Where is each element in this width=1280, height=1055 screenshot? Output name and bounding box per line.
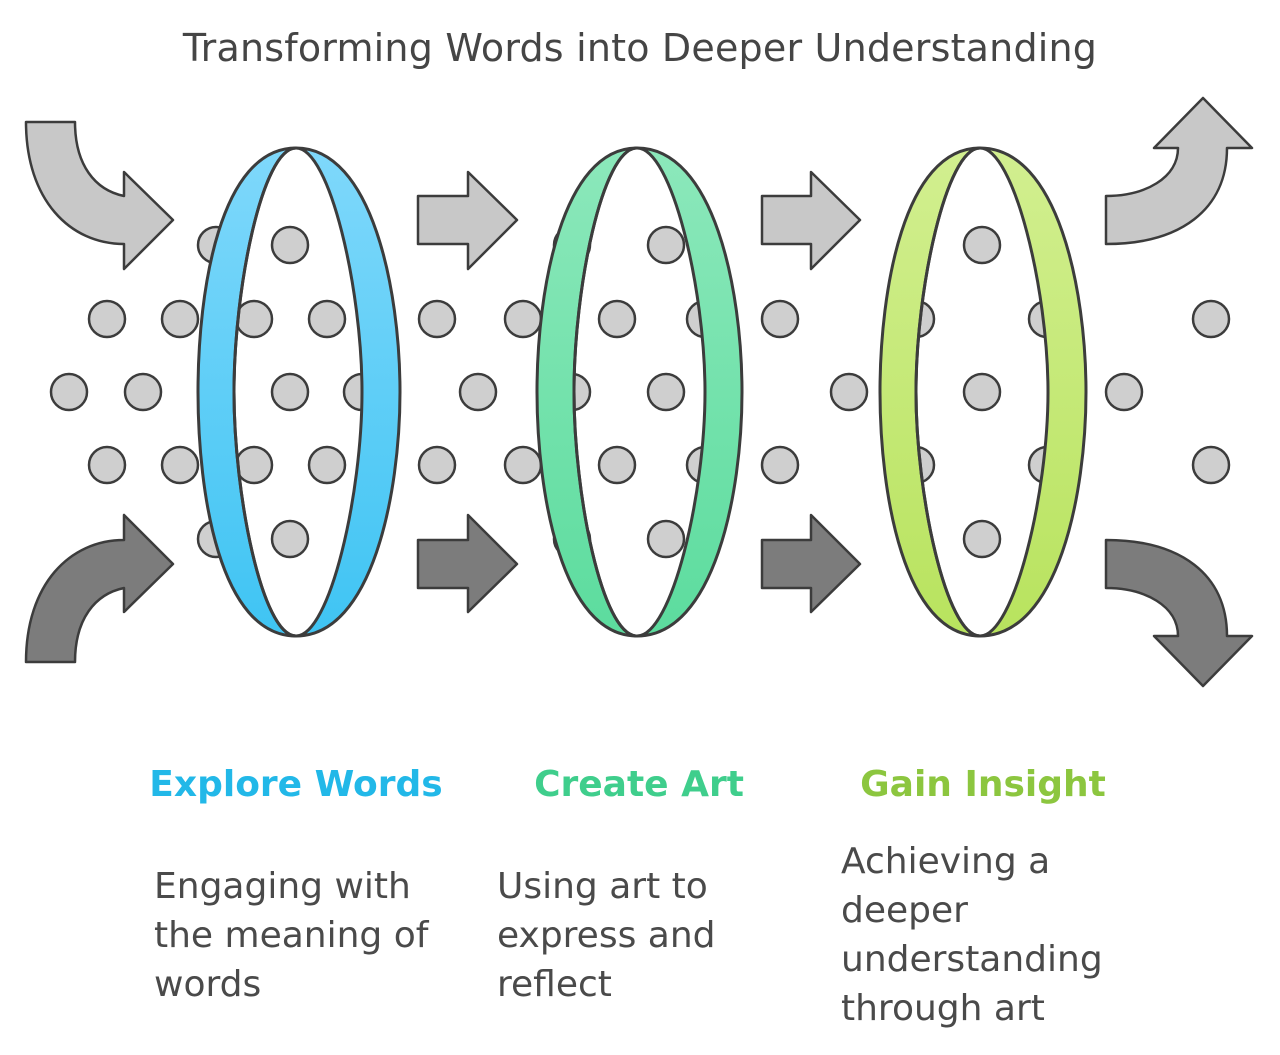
stage-title-create-art: Create Art xyxy=(534,764,744,805)
ring-gain-insight xyxy=(878,146,1088,638)
dot xyxy=(307,299,347,339)
arrow-right-icon xyxy=(416,170,519,271)
dot xyxy=(760,445,800,485)
dot xyxy=(829,372,869,412)
dot xyxy=(646,225,686,265)
dot xyxy=(646,519,686,559)
dot xyxy=(87,299,127,339)
arrow-right-icon xyxy=(760,513,862,614)
dot xyxy=(123,372,163,412)
stage-description-create-art: Using art to express and reflect xyxy=(497,866,716,1005)
stage-title-gain-insight: Gain Insight xyxy=(860,764,1106,805)
stage-title-explore-words: Explore Words xyxy=(149,764,443,805)
dot xyxy=(646,372,686,412)
dot xyxy=(503,445,543,485)
dot xyxy=(1104,372,1144,412)
curved-arrow-out-down-icon xyxy=(1104,538,1254,688)
dot xyxy=(1191,445,1231,485)
stage-description-gain-insight: Achieving a deeper understanding through… xyxy=(841,841,1103,1029)
ring-explore-words xyxy=(196,146,402,638)
dot xyxy=(307,445,347,485)
dot xyxy=(270,225,310,265)
dot xyxy=(49,372,89,412)
curved-arrow-in-bottom-icon xyxy=(24,513,175,664)
stage-description-explore-words: Engaging with the meaning of words xyxy=(154,866,429,1005)
arrow-right-icon xyxy=(760,170,862,271)
dot xyxy=(962,519,1002,559)
dot xyxy=(962,372,1002,412)
dot xyxy=(503,299,543,339)
dot xyxy=(234,299,274,339)
dot xyxy=(417,445,457,485)
dot xyxy=(160,445,200,485)
dot xyxy=(234,445,274,485)
dot xyxy=(87,445,127,485)
dot xyxy=(1191,299,1231,339)
dot xyxy=(760,299,800,339)
dot xyxy=(270,372,310,412)
curved-arrow-out-up-icon xyxy=(1104,96,1254,246)
dot xyxy=(417,299,457,339)
dot xyxy=(597,299,637,339)
dot xyxy=(270,519,310,559)
dot xyxy=(458,372,498,412)
ring-create-art xyxy=(535,146,744,638)
dot xyxy=(597,445,637,485)
arrow-right-icon xyxy=(416,513,519,614)
dot xyxy=(160,299,200,339)
curved-arrow-in-top-icon xyxy=(24,120,175,271)
dot xyxy=(962,225,1002,265)
diagram-title: Transforming Words into Deeper Understan… xyxy=(182,26,1098,70)
